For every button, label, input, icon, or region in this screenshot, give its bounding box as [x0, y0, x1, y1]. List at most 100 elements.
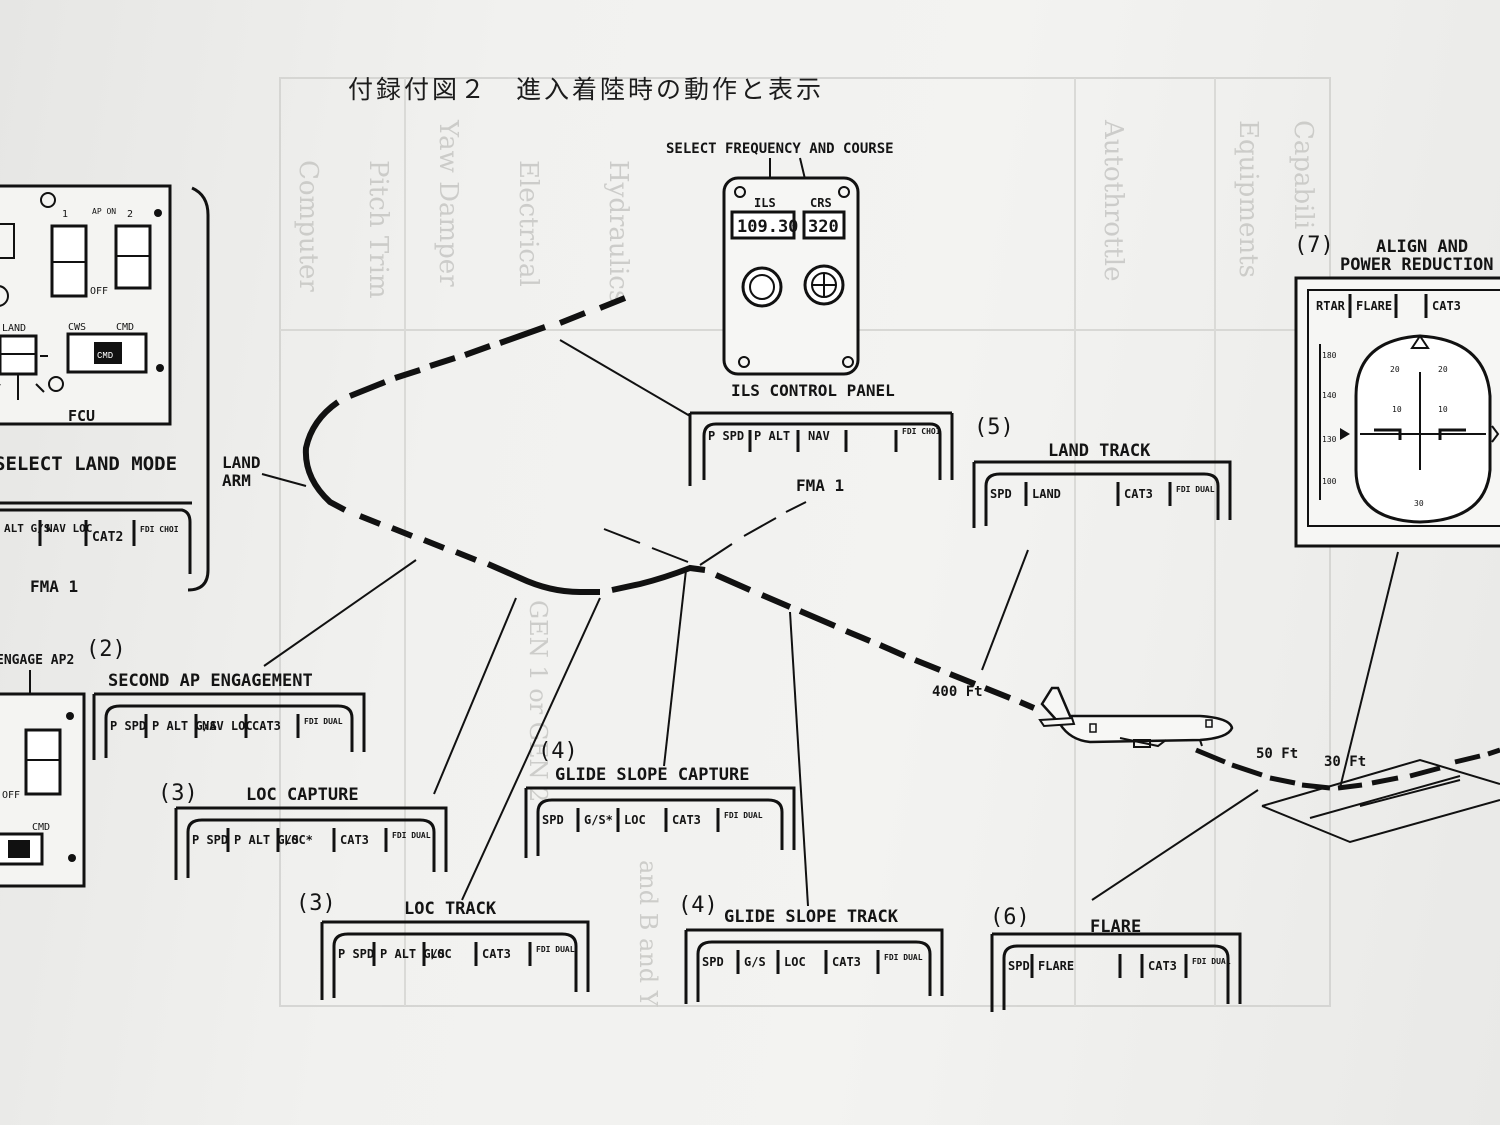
fma-frame — [92, 692, 366, 760]
fma-inner-frame — [1002, 944, 1230, 1010]
fma-cell: CAT3 — [1432, 299, 1461, 313]
fma-cell: LOC — [430, 947, 452, 961]
fma-cell: LOC — [624, 813, 646, 827]
runway — [1261, 758, 1500, 844]
altitude-50-label: 50 Ft — [1256, 746, 1298, 762]
phase-number: (3) — [158, 781, 198, 806]
fma-cell: SPD — [542, 813, 564, 827]
fma-cell: G/S* — [584, 813, 613, 827]
fma-cell: CAT3 — [340, 833, 369, 847]
fcu-caption: FCU — [68, 407, 95, 425]
fma-cell: FDI DUAL — [884, 953, 923, 962]
fma-cell: LOC — [784, 955, 806, 969]
fma-inner-frame — [984, 472, 1220, 526]
altitude-400-label: 400 Ft — [932, 684, 983, 700]
fma-top-caption: FMA 1 — [796, 476, 844, 495]
figure-title: 付録付図２ 進入着陸時の動作と表示 — [348, 75, 824, 104]
svg-text:20: 20 — [1438, 365, 1448, 374]
altitude-30-label: 30 Ft — [1324, 754, 1366, 770]
svg-text:OFF: OFF — [2, 790, 20, 801]
svg-text:Pitch Trim: Pitch Trim — [363, 160, 393, 299]
phase-number: (2) — [86, 637, 126, 662]
svg-text:NAV LOC: NAV LOC — [46, 522, 92, 535]
svg-text:140: 140 — [1322, 391, 1337, 400]
ap2-switch[interactable] — [24, 728, 62, 796]
fma-cell: FDI DUAL — [1176, 485, 1215, 494]
svg-text:Electrical: Electrical — [513, 160, 543, 287]
phase-title: FLARE — [1090, 917, 1141, 937]
leader-lines — [261, 339, 1399, 907]
fma-cell: FLARE — [1356, 299, 1392, 313]
frequency-knob-icon[interactable] — [741, 266, 783, 308]
crs-tag: CRS — [810, 196, 832, 210]
fma-top: P SPD P ALT NAV FDI CHOI FMA 1 — [688, 411, 954, 495]
phase-1: (2) SECOND AP ENGAGEMENT P SPD P ALT G/SNAV… — [86, 637, 366, 760]
course-window[interactable] — [802, 210, 846, 240]
svg-text:CMD: CMD — [97, 351, 113, 361]
svg-text:10: 10 — [1392, 405, 1402, 414]
phase-title-line2: POWER REDUCTION — [1340, 255, 1494, 275]
flight-path — [302, 295, 1500, 791]
svg-text:Computer: Computer — [293, 160, 323, 292]
svg-text:and B and Y: and B and Y — [634, 860, 662, 1008]
phase-number: (6) — [990, 905, 1030, 930]
ils-tag: ILS — [754, 196, 776, 210]
phase-title: GLIDE SLOPE CAPTURE — [555, 765, 749, 785]
svg-text:Equipments: Equipments — [1233, 120, 1263, 278]
fcu-ap1-label: 1 — [62, 209, 68, 220]
fma-cell: CAT3 — [1148, 959, 1177, 973]
ils-frequency-window[interactable] — [730, 210, 796, 240]
fma-inner-frame — [104, 704, 354, 758]
land-arm-label-1: LAND — [222, 453, 261, 472]
phase-number: (4) — [678, 893, 718, 918]
svg-text:P ALT: P ALT — [754, 429, 790, 443]
svg-text:CAT2: CAT2 — [92, 530, 123, 545]
phase-title: SECOND AP ENGAGEMENT — [108, 671, 313, 691]
fma-left-caption: FMA 1 — [30, 577, 78, 596]
fcu-ap-on-label: AP ON — [92, 207, 116, 216]
ils-frequency: 109.30 — [737, 217, 798, 237]
fma-inner-frame — [332, 932, 578, 998]
fma-cell: FLARE — [1038, 959, 1074, 973]
fma-inner-frame — [186, 818, 436, 878]
phase-title: LOC CAPTURE — [246, 785, 359, 805]
svg-text:CMD: CMD — [32, 822, 50, 833]
svg-text:10: 10 — [1438, 405, 1448, 414]
engage-ap2-label: ENGAGE AP2 — [0, 653, 74, 668]
svg-text:130: 130 — [1322, 435, 1337, 444]
svg-text:NAV: NAV — [808, 429, 830, 443]
phase-title: ALIGN AND — [1376, 237, 1468, 257]
fma-cell: FDI DUAL — [724, 811, 763, 820]
select-land-mode-label: SELECT LAND MODE — [0, 453, 177, 475]
ils-panel-caption: ILS CONTROL PANEL — [731, 381, 895, 400]
fma-cell: CAT3 — [832, 955, 861, 969]
svg-text:Capabili: Capabili — [1288, 120, 1318, 229]
phase-number: (4) — [538, 739, 578, 764]
ils-control-panel: SELECT FREQUENCY AND COURSE ILS CRS 109.… — [666, 141, 895, 400]
svg-text:ALT G/S: ALT G/S — [4, 522, 50, 535]
fcu-cmd-label: CMD — [116, 322, 134, 333]
fma-cell: P ALT G/S — [234, 833, 299, 847]
fma-cell: P SPD — [110, 719, 146, 733]
svg-text:GEN 1 or GEN 2: GEN 1 or GEN 2 — [524, 600, 552, 802]
fma-cell: P ALT G/S — [152, 719, 217, 733]
phase-number: (7) — [1294, 233, 1334, 258]
fma-cell: LAND — [1032, 487, 1061, 501]
fma-cell: NAV LOC — [202, 719, 253, 733]
fma-frame — [684, 928, 944, 1004]
fma-cell: SPD — [702, 955, 724, 969]
phase-number: (3) — [296, 891, 336, 916]
svg-text:P SPD: P SPD — [708, 429, 744, 443]
aircraft-icon — [1038, 686, 1234, 748]
fma-cell: RTAR — [1316, 299, 1346, 313]
select-frequency-course-label: SELECT FREQUENCY AND COURSE — [666, 141, 894, 157]
fma-frame — [174, 806, 448, 880]
fma-cell: FDI DUAL — [536, 945, 575, 954]
svg-text:100: 100 — [1322, 477, 1337, 486]
fma-inner-frame — [696, 940, 932, 1002]
